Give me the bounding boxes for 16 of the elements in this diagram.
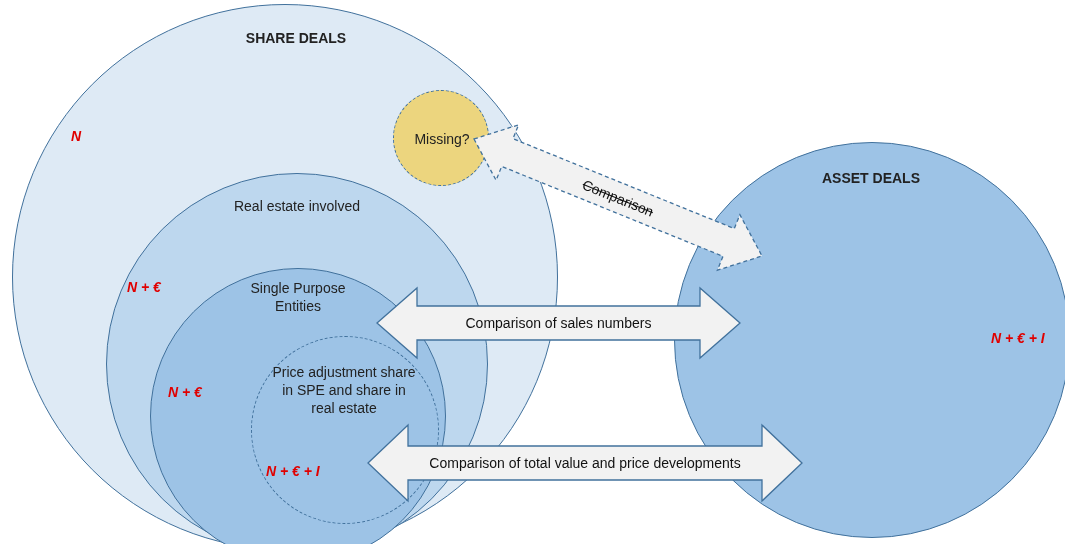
formula-label: N + € + I [266, 462, 320, 480]
edge-label: Comparison of sales numbers [465, 315, 652, 331]
edge-label: Comparison of total value and price developments [429, 455, 741, 471]
circle-label: Price adjustment share in SPE and share in real estate [271, 363, 417, 417]
formula-label: N + € [127, 278, 161, 296]
formula-label: N + € [168, 383, 202, 401]
formula-label: N + € + I [991, 329, 1045, 347]
circle-heading: SHARE DEALS [244, 29, 348, 47]
circle-label: Single Purpose Entities [249, 279, 347, 315]
double-block-arrow [473, 123, 763, 272]
circle-label: Real estate involved [232, 197, 362, 215]
double-block-arrow [367, 423, 803, 503]
circle-label: Missing? [413, 130, 471, 148]
double-block-arrow [376, 286, 741, 360]
circle-heading: ASSET DEALS [821, 169, 921, 187]
formula-label: N [71, 127, 82, 145]
